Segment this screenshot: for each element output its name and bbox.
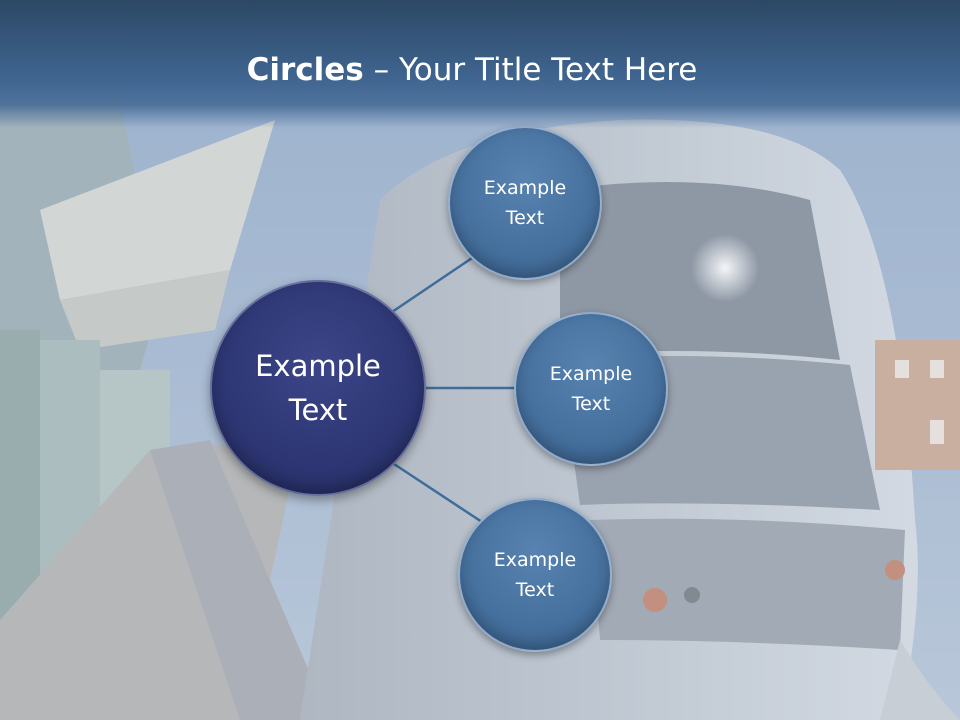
title-bold-word: Circles: [246, 52, 364, 88]
slide-title: Circles – Your Title Text Here: [0, 52, 944, 88]
outer-circle-bottom[interactable]: Example Text: [458, 498, 612, 652]
outer-circle-middle[interactable]: Example Text: [514, 312, 668, 466]
outer-circle-label: Example Text: [493, 549, 577, 601]
connector-line-bottom: [393, 462, 483, 524]
title-rest: – Your Title Text Here: [363, 52, 698, 88]
outer-circle-top[interactable]: Example Text: [448, 126, 602, 280]
connector-line-top: [391, 252, 479, 314]
outer-circle-label: Example Text: [549, 363, 633, 415]
outer-circle-label: Example Text: [483, 177, 567, 229]
title-bar: Circles – Your Title Text Here: [0, 0, 960, 128]
center-circle-label: Example Text: [255, 349, 381, 427]
center-circle[interactable]: Example Text: [210, 280, 426, 496]
